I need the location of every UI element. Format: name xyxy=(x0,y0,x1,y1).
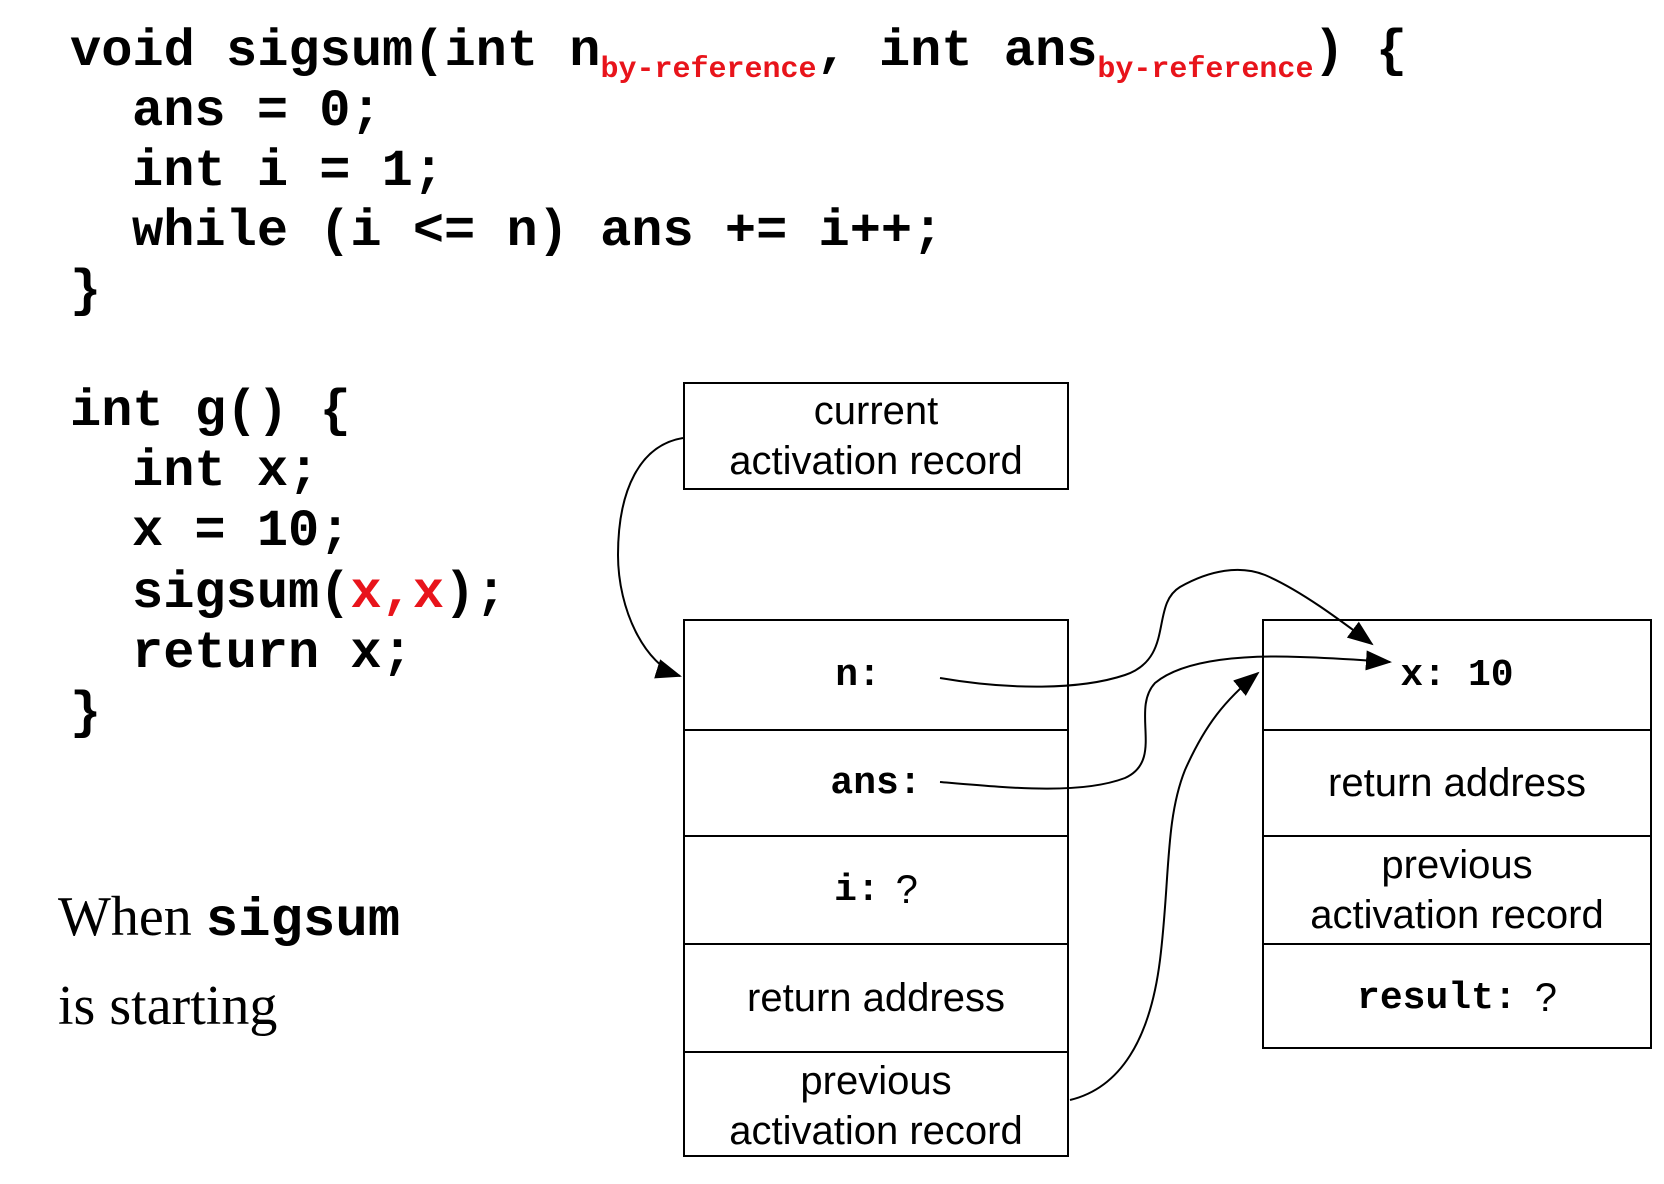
code-text: void sigsum(int n xyxy=(70,22,601,81)
arrow-ans-to-x xyxy=(939,650,1392,790)
local-i-value: ? xyxy=(895,867,918,912)
code-text: , int ans xyxy=(816,22,1098,81)
arg-x: x xyxy=(412,564,445,623)
label-line: previous xyxy=(1381,843,1533,887)
code-line: ans = 0; xyxy=(132,82,382,141)
label-line: current xyxy=(813,389,939,433)
arg-comma: , xyxy=(381,564,413,623)
code-line: int x; xyxy=(132,442,320,501)
code-text: ) { xyxy=(1313,22,1408,81)
label-line: activation record xyxy=(1310,893,1604,937)
code-line: while (i <= n) ans += i++; xyxy=(132,202,944,261)
caption-text: When xyxy=(58,886,206,948)
current-activation-record-box: current activation record xyxy=(683,382,1069,490)
cell-x: x: 10 xyxy=(1264,621,1650,729)
code-line-call: sigsum(x,x); xyxy=(132,562,507,626)
cell-result: result:? xyxy=(1264,943,1650,1051)
arg-x: x xyxy=(350,564,382,623)
by-reference-annotation: by-reference xyxy=(1097,53,1314,87)
local-i-label: i: xyxy=(834,868,880,912)
cell-i: i:? xyxy=(685,835,1067,943)
arrow-prev-to-g xyxy=(1069,671,1260,1101)
caption-line-2: is starting xyxy=(58,975,278,1037)
cell-return-address: return address xyxy=(1264,729,1650,835)
current-activation-record-label: current activation record xyxy=(685,384,1067,488)
code-text: sigsum( xyxy=(132,564,351,623)
caption-function-name: sigsum xyxy=(205,891,401,952)
code-line: } xyxy=(70,262,102,321)
param-n-label: n: xyxy=(835,653,881,697)
code-line: int i = 1; xyxy=(132,142,445,201)
arrow-n-to-x xyxy=(939,568,1374,688)
caption-line-1: When sigsum xyxy=(58,875,400,964)
label-line: activation record xyxy=(729,439,1023,483)
result-value: ? xyxy=(1534,975,1557,1020)
result-label: result: xyxy=(1357,976,1517,1020)
caption: When sigsum is starting xyxy=(58,875,400,1048)
arrow-current-to-sigsum xyxy=(616,437,684,679)
code-text: ); xyxy=(444,564,507,623)
cell-previous-activation-record: previous activation record xyxy=(685,1051,1067,1159)
code-line: x = 10; xyxy=(132,502,351,561)
local-x-value: 10 xyxy=(1468,653,1514,697)
label-line: previous xyxy=(800,1059,952,1103)
cell-ans: ans: xyxy=(685,729,1067,835)
local-x-label: x: xyxy=(1400,653,1446,697)
code-line: return x; xyxy=(132,624,413,683)
cell-previous-activation-record: previous activation record xyxy=(1264,835,1650,943)
param-ans-label: ans: xyxy=(830,761,922,805)
cell-return-address: return address xyxy=(685,943,1067,1051)
g-activation-record: x: 10 return address previous activation … xyxy=(1262,619,1652,1049)
code-line: int g() { xyxy=(70,382,351,441)
code-line-signature: void sigsum(int nby-reference, int ansby… xyxy=(70,20,1407,90)
by-reference-annotation: by-reference xyxy=(600,53,817,87)
sigsum-activation-record: n: ans: i:? return address previous acti… xyxy=(683,619,1069,1157)
label-line: activation record xyxy=(729,1109,1023,1153)
cell-n: n: xyxy=(685,621,1067,729)
code-line: } xyxy=(70,684,102,743)
